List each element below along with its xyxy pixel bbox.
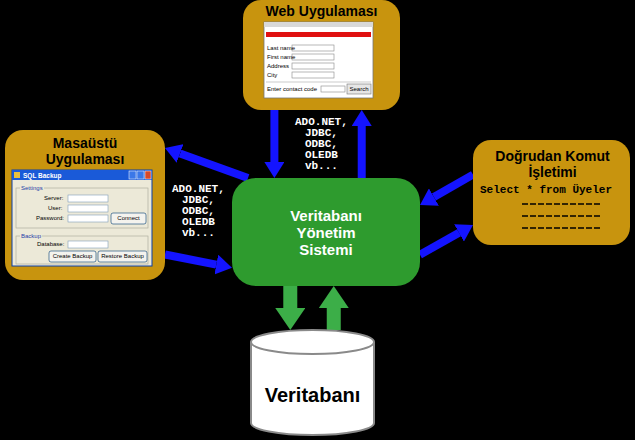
screenshot-text: Restore Backup [98,253,147,260]
screenshot-text: Settings [20,185,44,192]
window-close-button [145,171,151,179]
screenshot-text: Connect [111,215,146,222]
screenshot-text: Database: [37,241,64,248]
screenshot-text: Server: [44,195,63,202]
query-placeholder-lines [522,204,600,228]
web-title-bar [264,22,373,27]
button-frame [347,84,371,94]
access-arrow [270,110,278,162]
web-form-screenshot [264,22,373,98]
cylinder-body [251,330,374,435]
text-input [321,86,345,92]
screenshot-text: User: [48,205,62,212]
api-list-label: ADO.NET, JDBC, ODBC, OLEDB vb... [293,116,350,173]
desktop-window-screenshot [12,170,152,266]
dbms-blob: Veritabanı Yönetim Sistemi [232,178,420,286]
storage-arrow [283,286,297,308]
cylinder-rim [251,342,374,354]
window-title-bar [12,170,152,180]
screenshot-text: Password: [36,215,64,222]
window-button [137,171,144,179]
placeholder-line [522,227,600,229]
text-input [292,45,334,51]
button-frame [111,213,146,224]
cylinder-outline [250,330,375,436]
access-arrow [358,126,366,178]
node-title: Doğrudan Komut İşletimi [488,148,618,180]
access-arrow [420,233,459,255]
screenshot-text: First name [267,54,295,61]
button-frame [49,251,96,262]
screenshot-text: Last name [267,45,295,52]
node-title: Veritabanı [265,384,361,407]
text-input [68,215,108,222]
text-input [68,205,108,212]
combo-box [68,195,108,202]
screenshot-text: Create Backup [49,253,96,260]
access-arrow [434,175,473,197]
button-frame [98,251,147,262]
group-box [16,188,148,228]
node-title: Masaüstü Uygulaması [20,135,150,167]
web-red-banner [266,32,371,37]
storage-arrow [327,308,341,330]
group-box [16,236,148,264]
window-frame [12,170,152,266]
screenshot-text: SQL Backup [23,172,62,180]
node-title: Web Uygulaması [266,3,378,19]
text-input [292,54,334,60]
access-arrow [180,153,248,178]
text-input [292,72,334,78]
node-body: Select * from Üyeler [480,184,612,197]
screenshot-text: Address [267,63,289,70]
access-arrow [165,255,216,265]
screenshot-text: Enter contact code [267,86,317,93]
window-button [129,171,136,179]
node-title: Veritabanı Yönetim Sistemi [271,207,381,258]
separator-line [266,82,371,83]
text-input [292,63,334,69]
database-cylinder: Veritabanı [250,330,375,436]
web-app-panel: Web Uygulaması [243,0,400,110]
direct-command-panel: Doğrudan Komut İşletimiSelect * from Üye… [473,140,630,245]
placeholder-line [522,203,600,205]
api-list-label: ADO.NET, JDBC, ODBC, OLEDB vb... [170,183,227,240]
screenshot-text: City [267,72,277,79]
combo-box [68,241,108,248]
window-icon [14,172,20,178]
screenshot-text: Search [347,86,371,93]
placeholder-line [522,215,600,217]
screenshot-text: Backup [20,233,42,240]
web-page-frame [264,22,373,98]
